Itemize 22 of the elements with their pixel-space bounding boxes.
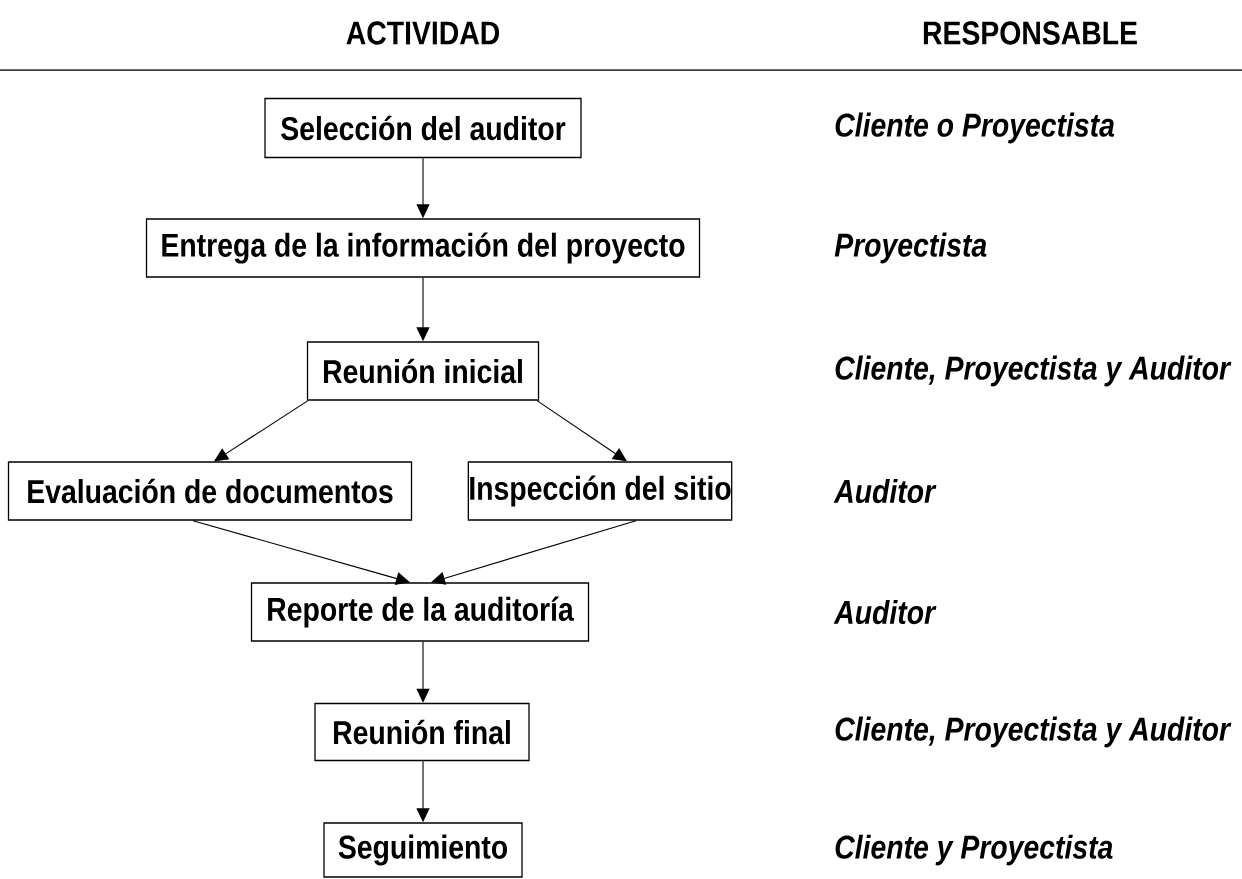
activity-box: Reporte de la auditoría [250, 582, 590, 642]
responsible-label: Cliente o Proyectista [835, 112, 1115, 144]
responsible-label: Cliente, Proyectista y Auditor [835, 355, 1232, 387]
activity-box: Entrega de la información del proyecto [145, 218, 701, 278]
activity-box: Selección del auditor [264, 97, 582, 159]
responsible-label: Proyectista [834, 232, 987, 264]
arrow [192, 520, 410, 585]
arrow [214, 400, 309, 462]
responsible-label: Cliente, Proyectista y Auditor [835, 716, 1232, 748]
activity-box: Seguimiento [323, 822, 523, 878]
responsible-label: Cliente y Proyectista [835, 834, 1113, 866]
activity-box: Inspección del sitio [467, 461, 733, 521]
column-header: RESPONSABLE [923, 21, 1137, 45]
arrow [536, 400, 627, 462]
responsible-label: Auditor [833, 478, 937, 504]
responsible-label: Auditor [833, 599, 937, 625]
column-header: ACTIVIDAD [346, 21, 500, 45]
activity-box: Evaluación de documentos [7, 461, 413, 521]
arrow [431, 520, 637, 585]
arrow [416, 641, 430, 703]
activity-box: Reunión final [314, 702, 530, 762]
activity-box: Reunión inicial [306, 341, 540, 401]
